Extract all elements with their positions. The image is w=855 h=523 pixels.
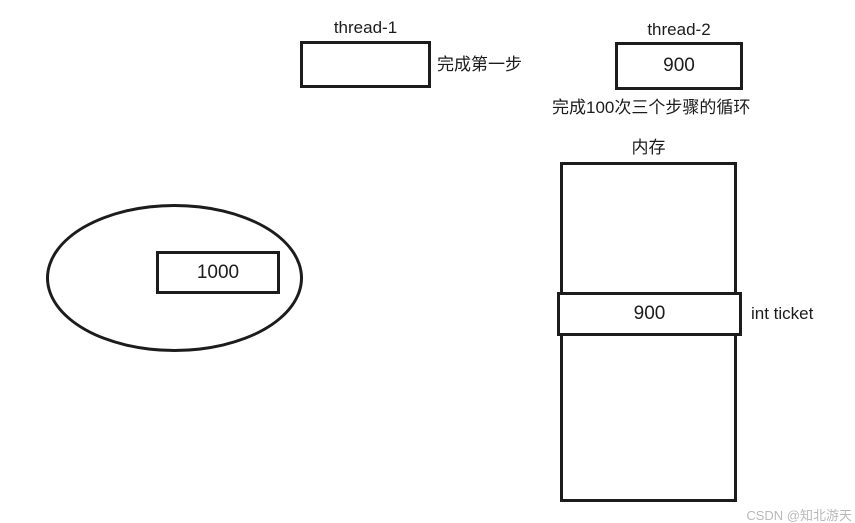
ellipse-box-value: 1000 — [196, 261, 240, 283]
memory-label: 内存 — [631, 138, 666, 157]
memory-cell: 900 — [557, 292, 742, 336]
memory-cell-label: int ticket — [751, 304, 814, 323]
thread1-note: 完成第一步 — [437, 55, 522, 74]
thread2-box: 900 — [615, 42, 743, 90]
thread1-label: thread-1 — [333, 18, 398, 37]
ellipse-box: 1000 — [156, 251, 280, 294]
memory-cell-value: 900 — [633, 303, 666, 324]
thread2-note: 完成100次三个步骤的循环 — [552, 98, 751, 117]
thread2-label: thread-2 — [647, 20, 711, 39]
csdn-watermark: CSDN @知北游天 — [746, 508, 852, 523]
thread1-box — [300, 41, 431, 88]
thread2-box-value: 900 — [663, 55, 695, 76]
